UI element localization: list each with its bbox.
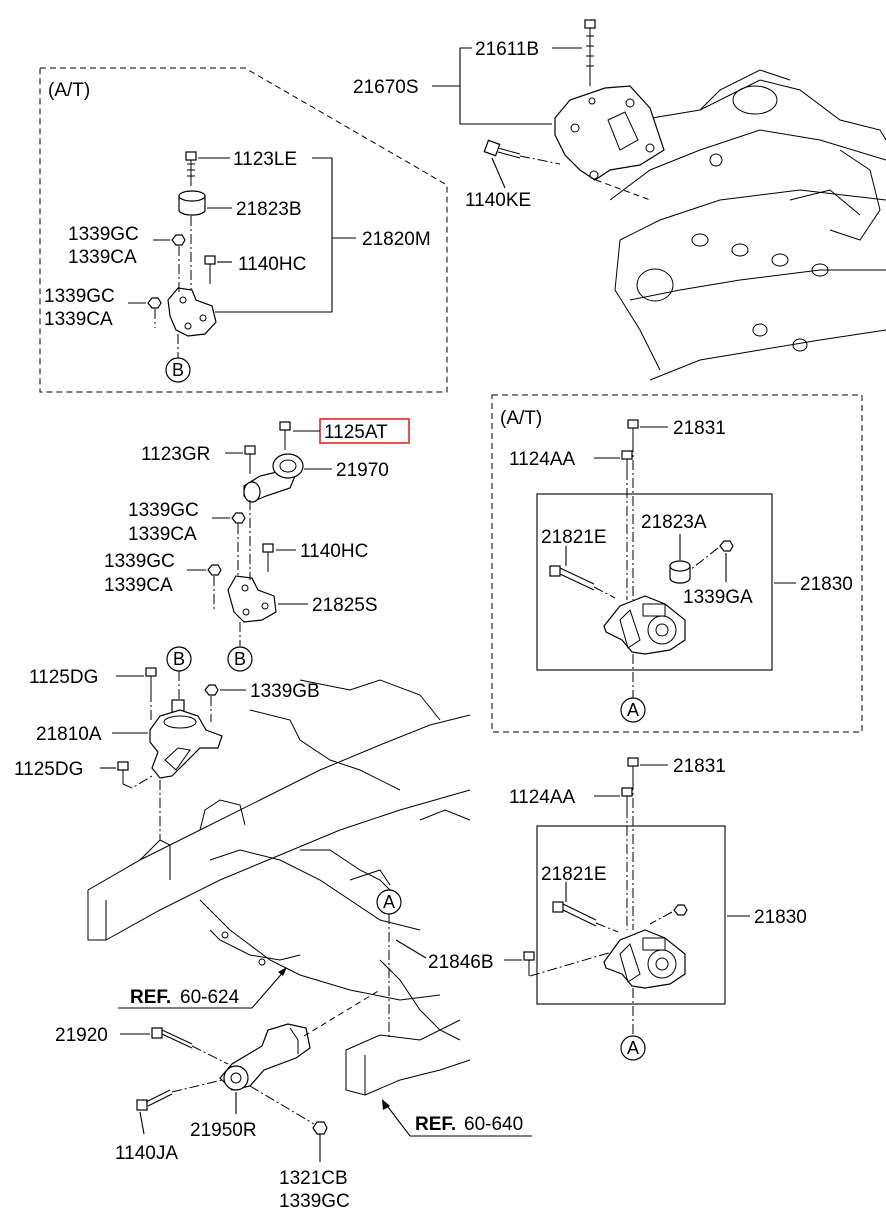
callout-1339gc: 1339GC: [44, 286, 115, 307]
section-label-at: (A/T): [48, 80, 90, 101]
marker-a: A: [627, 700, 639, 720]
reference-60-640: REF. 60-640: [382, 1099, 532, 1137]
marker-a: A: [383, 892, 395, 912]
callout-1339gc: 1339GC: [279, 1191, 350, 1211]
callout-21831: 21831: [673, 418, 726, 439]
callout-1125dg: 1125DG: [14, 759, 83, 780]
callout-21820m: 21820M: [362, 229, 431, 250]
marker-circle-a: [620, 1035, 646, 1061]
callout-21825s: 21825S: [312, 595, 378, 616]
callout-1125dg: 1125DG: [29, 667, 98, 688]
callout-21810a: 21810A: [36, 724, 102, 745]
callout-1339ca: 1339CA: [44, 309, 113, 330]
callout-1339gb: 1339GB: [250, 681, 320, 702]
callout-1123gr: 1123GR: [141, 444, 210, 465]
ref-number: 60-640: [464, 1114, 523, 1135]
bolt-21846b-group: 21846B: [395, 939, 535, 976]
callout-1339ga: 1339GA: [683, 587, 753, 608]
bracket-21670s-group: 21611B 21670S 1140KE: [353, 19, 665, 211]
callout-1125at: 1125AT: [324, 422, 388, 443]
marker-circle-a: [620, 697, 646, 723]
at-top-left-section: (A/T): [39, 67, 448, 393]
callout-1140ja: 1140JA: [115, 1143, 178, 1164]
callout-1124aa: 1124AA: [509, 449, 576, 470]
marker-circle-b: [165, 357, 191, 383]
callout-1140hc: 1140HC: [238, 254, 306, 275]
nut-1339gc-drawing-b: [147, 297, 162, 309]
callout-21823b: 21823B: [236, 199, 302, 220]
callout-1123le: 1123LE: [233, 149, 297, 170]
ref-number: 60-624: [180, 987, 240, 1008]
ref-label: REF.: [415, 1114, 456, 1135]
callout-1339ca: 1339CA: [128, 524, 197, 545]
callout-21823a: 21823A: [641, 512, 707, 533]
callout-21920: 21920: [55, 1025, 108, 1046]
callout-21846b: 21846B: [428, 952, 494, 973]
callout-21831: 21831: [673, 756, 726, 777]
callout-1140ke: 1140KE: [465, 190, 531, 211]
callout-1339ca: 1339CA: [68, 247, 137, 268]
marker-a: A: [627, 1038, 639, 1058]
callout-1321cb: 1321CB: [279, 1168, 348, 1189]
mt-right-section: 21831 1124AA 21821E 21830 A: [509, 756, 807, 1061]
callout-1140hc: 1140HC: [300, 541, 368, 562]
at-right-section: (A/T) 21831 1124AA 21821E 21823A 1339GA: [491, 394, 863, 733]
marker-circle-b: [227, 646, 253, 672]
ref-label: REF.: [130, 987, 171, 1008]
callout-21830: 21830: [800, 574, 853, 595]
callout-21821e: 21821E: [541, 864, 607, 885]
mount-21810a-section: B 1125DG 1339GB 21810A 1125DG: [14, 646, 320, 840]
bolt-1140hc-drawing-a: [204, 255, 216, 284]
callout-21611b: 21611B: [475, 39, 539, 60]
engine-block-drawing: [589, 69, 886, 381]
callout-1339gc: 1339GC: [68, 224, 139, 245]
callout-21830: 21830: [754, 907, 807, 928]
callout-21670s: 21670S: [353, 77, 419, 98]
marker-b: B: [172, 360, 184, 380]
reference-60-624: REF. 60-624: [118, 967, 287, 1009]
bushing-21823b-drawing: [178, 190, 206, 216]
callout-21970: 21970: [336, 460, 389, 481]
vehicle-subframe-drawing: [87, 679, 471, 1096]
mount-21970-section: 1125AT 1123GR 21970 1339GC 1339CA 1339GC…: [104, 418, 410, 672]
callout-21821e: 21821E: [541, 527, 607, 548]
callout-1339gc: 1339GC: [128, 500, 199, 521]
marker-b: B: [234, 649, 246, 669]
nut-1339gc-drawing-a: [171, 234, 186, 246]
section-label-at: (A/T): [500, 408, 542, 429]
callout-1339gc: 1339GC: [104, 551, 175, 572]
bolt-1123le-drawing: [185, 151, 197, 186]
bracket-21820m-drawing: [167, 287, 217, 337]
callout-1339ca: 1339CA: [104, 575, 173, 596]
callout-21950r: 21950R: [190, 1120, 257, 1141]
callout-1124aa: 1124AA: [509, 787, 576, 808]
rod-21950r-group: 21920 1140JA 21950R 1321CB 1339GC: [55, 989, 381, 1211]
marker-b: B: [173, 649, 185, 669]
